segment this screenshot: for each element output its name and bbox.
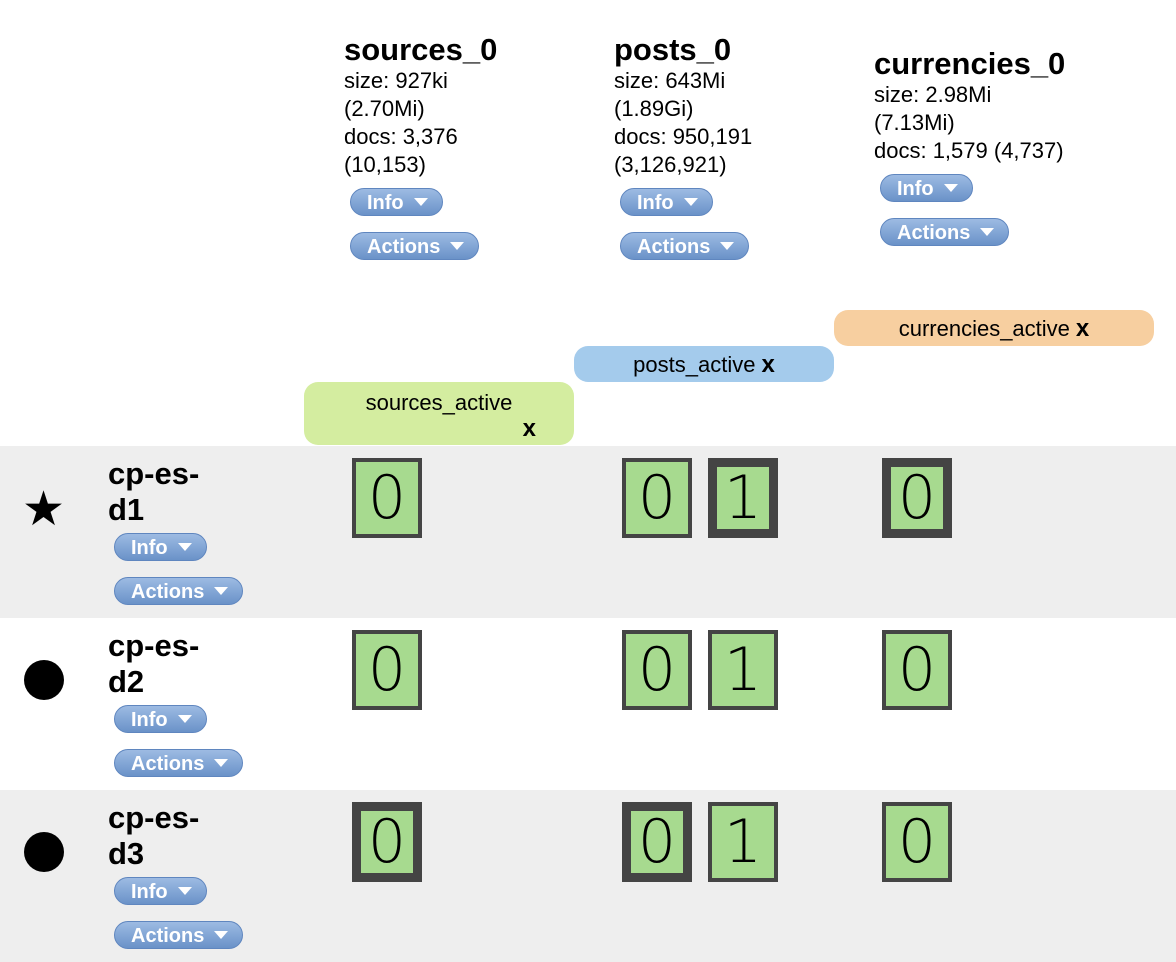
replica-shard[interactable]: 0 [352, 630, 422, 710]
star-icon: ★ [22, 483, 66, 536]
caret-down-icon [177, 542, 192, 551]
alias-label: sources_active [365, 390, 513, 415]
primary-shard[interactable]: 1 [708, 458, 778, 538]
index-actions-button[interactable]: Actions [620, 232, 750, 260]
index-size-total: (7.13Mi) [874, 110, 955, 135]
index-docs-total: (10,153) [344, 152, 426, 177]
caret-down-icon [943, 183, 958, 192]
replica-shard[interactable]: 0 [882, 630, 952, 710]
node-actions-button[interactable]: Actions [114, 921, 244, 949]
alias-label: posts_active [633, 352, 756, 377]
caret-down-icon [450, 241, 465, 250]
alias-remove-button[interactable]: x [522, 415, 536, 442]
primary-shard[interactable]: 0 [622, 802, 692, 882]
caret-down-icon [980, 227, 995, 236]
index-actions-button[interactable]: Actions [350, 232, 480, 260]
caret-down-icon [413, 197, 428, 206]
caret-down-icon [720, 241, 735, 250]
caret-down-icon [214, 758, 229, 767]
index-header-posts: posts_0 size: 643Mi (1.89Gi) docs: 950,1… [614, 33, 834, 179]
node-name: cp-es-d2 [108, 628, 200, 699]
alias-label: currencies_active [898, 316, 1070, 341]
index-info-button[interactable]: Info [880, 174, 973, 202]
index-info-button[interactable]: Info [620, 188, 713, 216]
index-header-sources: sources_0 size: 927ki (2.70Mi) docs: 3,3… [344, 33, 574, 179]
replica-shard[interactable]: 1 [708, 630, 778, 710]
index-size: size: 927ki [344, 68, 448, 93]
index-docs: docs: 950,191 [614, 124, 753, 149]
primary-shard[interactable]: 0 [352, 802, 422, 882]
index-docs-total: (3,126,921) [614, 152, 727, 177]
index-docs: docs: 3,376 [344, 124, 458, 149]
alias-sources-active[interactable]: sources_active x [304, 382, 574, 445]
button-label: Info [637, 192, 674, 214]
circle-icon [24, 660, 64, 700]
caret-down-icon [177, 886, 192, 895]
button-label: Info [367, 192, 404, 214]
index-name: currencies_0 [874, 46, 1066, 81]
node-info-button[interactable]: Info [114, 533, 207, 561]
alias-remove-button[interactable]: x [761, 351, 775, 378]
replica-shard[interactable]: 0 [882, 802, 952, 882]
button-label: Actions [131, 581, 205, 603]
button-label: Actions [367, 236, 441, 258]
caret-down-icon [214, 930, 229, 939]
caret-down-icon [683, 197, 698, 206]
primary-shard[interactable]: 0 [882, 458, 952, 538]
button-label: Info [131, 881, 168, 903]
circle-icon [24, 832, 64, 872]
button-label: Actions [897, 222, 971, 244]
node-actions-button[interactable]: Actions [114, 749, 244, 777]
node-name: cp-es-d1 [108, 456, 200, 527]
button-label: Info [897, 178, 934, 200]
button-label: Info [131, 709, 168, 731]
index-name: sources_0 [344, 32, 498, 67]
index-name: posts_0 [614, 32, 732, 67]
alias-remove-button[interactable]: x [1075, 315, 1090, 342]
replica-shard[interactable]: 0 [352, 458, 422, 538]
node-name: cp-es-d3 [108, 800, 200, 871]
button-label: Actions [637, 236, 711, 258]
caret-down-icon [214, 586, 229, 595]
node-actions-button[interactable]: Actions [114, 577, 244, 605]
index-header-currencies: currencies_0 size: 2.98Mi (7.13Mi) docs:… [874, 47, 1154, 165]
index-size-total: (1.89Gi) [614, 96, 694, 121]
index-size: size: 643Mi [614, 68, 726, 93]
replica-shard[interactable]: 0 [622, 458, 692, 538]
index-size-total: (2.70Mi) [344, 96, 425, 121]
index-info-button[interactable]: Info [350, 188, 443, 216]
index-actions-button[interactable]: Actions [880, 218, 1010, 246]
index-docs: docs: 1,579 (4,737) [874, 138, 1064, 163]
node-info-button[interactable]: Info [114, 877, 207, 905]
replica-shard[interactable]: 0 [622, 630, 692, 710]
button-label: Actions [131, 925, 205, 947]
button-label: Info [131, 537, 168, 559]
node-info-button[interactable]: Info [114, 705, 207, 733]
button-label: Actions [131, 753, 205, 775]
index-size: size: 2.98Mi [874, 82, 992, 107]
caret-down-icon [177, 714, 192, 723]
replica-shard[interactable]: 1 [708, 802, 778, 882]
